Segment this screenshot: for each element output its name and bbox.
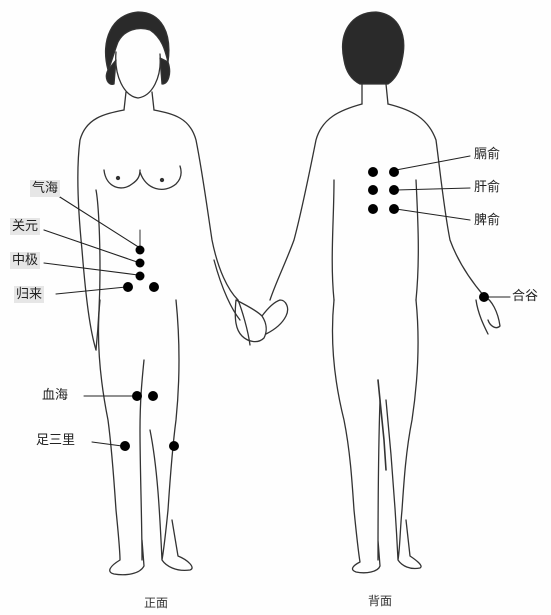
label-guanyuan: 关元 <box>10 218 40 235</box>
leader-pishu <box>396 209 470 220</box>
label-zusanli: 足三里 <box>36 434 75 447</box>
back-hand <box>476 296 500 334</box>
front-figure <box>78 12 250 575</box>
back-neck <box>362 84 388 104</box>
front-breasts <box>104 166 181 189</box>
point-qihai <box>136 246 145 255</box>
point-guilai-right <box>149 282 159 292</box>
caption-back: 背面 <box>368 592 392 609</box>
back-hair <box>343 12 404 84</box>
front-neck <box>124 92 154 110</box>
leader-qihai <box>52 192 140 248</box>
held-hands <box>235 300 287 342</box>
label-zhongji: 中极 <box>10 252 40 269</box>
label-pishu: 脾俞 <box>474 214 500 227</box>
label-guilai: 归来 <box>14 286 44 303</box>
front-legs <box>98 300 192 575</box>
point-ganshu-right <box>389 185 399 195</box>
back-torso <box>270 104 484 300</box>
label-hegu: 合谷 <box>512 290 538 303</box>
leader-geshu <box>396 156 470 170</box>
point-zusanli-left <box>120 441 130 451</box>
point-zhongji <box>136 272 145 281</box>
point-guilai-left <box>123 282 133 292</box>
front-face <box>116 52 161 98</box>
point-guanyuan <box>136 259 145 268</box>
point-pishu-left <box>368 204 378 214</box>
caption-front: 正面 <box>144 594 168 611</box>
leader-ganshu <box>396 188 470 190</box>
label-xuehai: 血海 <box>42 389 68 402</box>
point-ganshu-left <box>368 185 378 195</box>
label-ganshu: 肝俞 <box>474 181 500 194</box>
label-qihai: 气海 <box>30 180 60 197</box>
leader-zhongji <box>44 263 138 275</box>
point-pishu-right <box>389 204 399 214</box>
point-xuehai-right <box>148 391 158 401</box>
back-figure <box>270 12 500 573</box>
point-geshu-left <box>368 167 378 177</box>
back-legs <box>332 300 421 573</box>
leader-guanyuan <box>44 230 140 263</box>
leader-zusanli <box>92 442 122 446</box>
front-torso <box>78 110 238 350</box>
front-arm-right <box>214 260 250 345</box>
point-hegu <box>479 292 489 302</box>
point-xuehai-left <box>132 391 142 401</box>
label-geshu: 膈俞 <box>474 148 500 161</box>
leader-guilai <box>56 287 126 294</box>
back-body <box>332 180 418 300</box>
front-leaders <box>44 192 140 446</box>
point-geshu-right <box>389 167 399 177</box>
point-zusanli-right <box>169 441 179 451</box>
